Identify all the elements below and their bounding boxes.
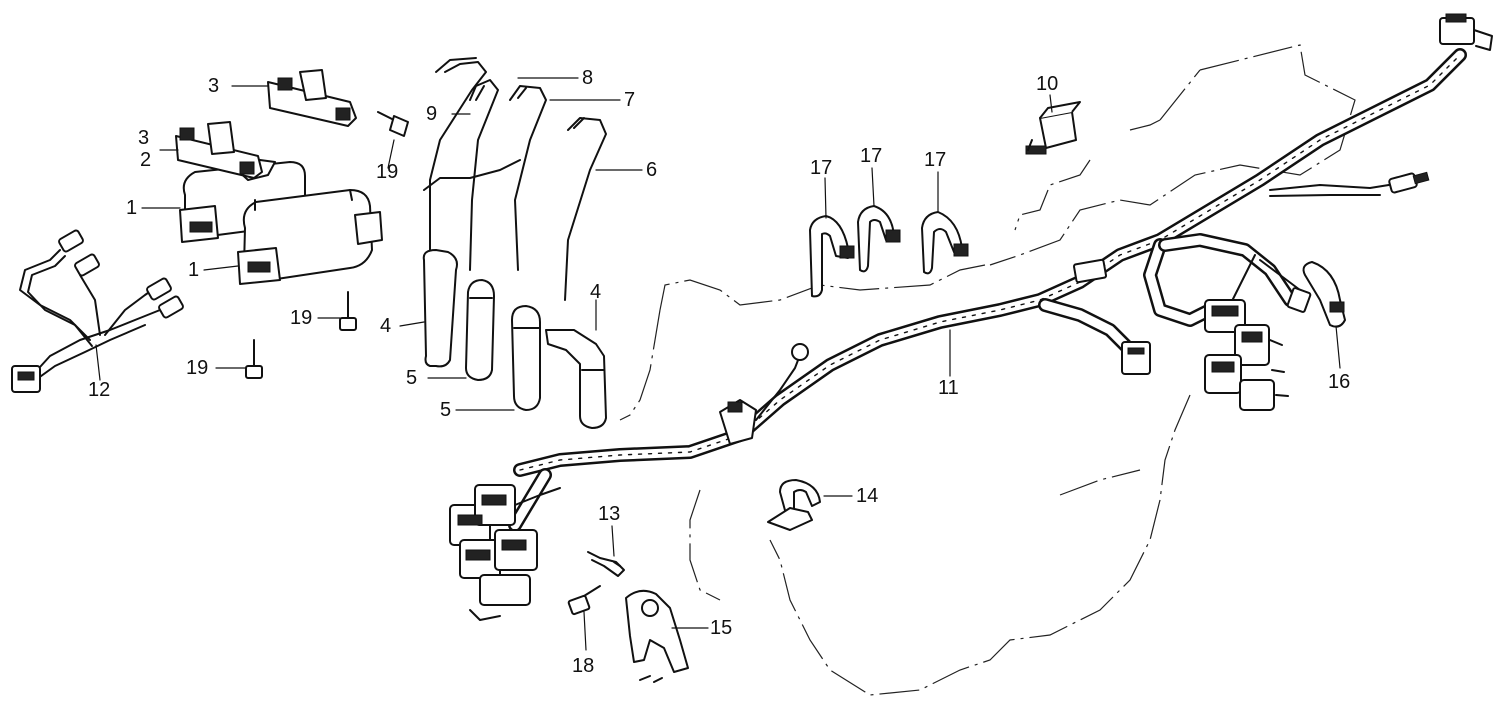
callout-19-middle: 19 <box>290 307 313 329</box>
callout-13: 13 <box>598 503 621 525</box>
callout-1-lower: 1 <box>188 259 200 281</box>
callout-17-middle: 17 <box>860 145 883 167</box>
relay-cluster <box>1204 299 1289 411</box>
plug-caps <box>422 249 607 429</box>
callout-19-upper: 19 <box>376 161 399 183</box>
coil-bracket-upper <box>267 69 357 127</box>
callout-3-lower: 3 <box>138 127 150 149</box>
bolts-19 <box>245 111 409 379</box>
bolt-18 <box>567 585 601 616</box>
frame-outline <box>619 44 1356 696</box>
switch-10 <box>1025 101 1081 155</box>
callout-3-upper: 3 <box>208 75 220 97</box>
main-wire-harness <box>508 48 1467 532</box>
harness-connector-11 <box>1121 341 1151 375</box>
coil-bracket-lower <box>175 121 263 179</box>
clamp-14 <box>767 479 821 531</box>
callout-17-left: 17 <box>810 157 833 179</box>
harness-connector-left <box>719 343 809 445</box>
callout-4-right: 4 <box>590 281 602 303</box>
connector-block-lower-left <box>449 484 561 621</box>
harness-connector-mid <box>1072 258 1108 284</box>
callout-17-right: 17 <box>924 149 947 171</box>
callout-19-lower: 19 <box>186 357 209 379</box>
spark-plug-leads <box>423 57 607 301</box>
connector-top-right <box>1439 13 1493 51</box>
callout-5-lower: 5 <box>440 399 452 421</box>
callout-12: 12 <box>88 379 111 401</box>
connector-wires-16 <box>1259 259 1312 313</box>
plug-upper-right <box>1388 171 1430 194</box>
callout-14: 14 <box>856 485 879 507</box>
ignition-coils <box>179 159 383 285</box>
callout-5-upper: 5 <box>406 367 418 389</box>
callout-16: 16 <box>1328 371 1351 393</box>
callout-2: 2 <box>140 149 152 171</box>
callout-9: 9 <box>426 103 438 125</box>
callout-1-upper: 1 <box>126 197 138 219</box>
sub-harness-12 <box>11 229 184 393</box>
clip-13 <box>587 551 625 577</box>
callout-18: 18 <box>572 655 595 677</box>
leader-lines <box>95 77 1341 651</box>
clips-17 <box>809 205 969 298</box>
bracket-15 <box>625 589 689 683</box>
callout-6: 6 <box>646 159 658 181</box>
callout-11: 11 <box>938 377 959 399</box>
callout-8: 8 <box>582 67 594 89</box>
callout-15: 15 <box>710 617 733 639</box>
callout-4-left: 4 <box>380 315 392 337</box>
callout-10: 10 <box>1036 73 1059 95</box>
callout-7: 7 <box>624 89 636 111</box>
